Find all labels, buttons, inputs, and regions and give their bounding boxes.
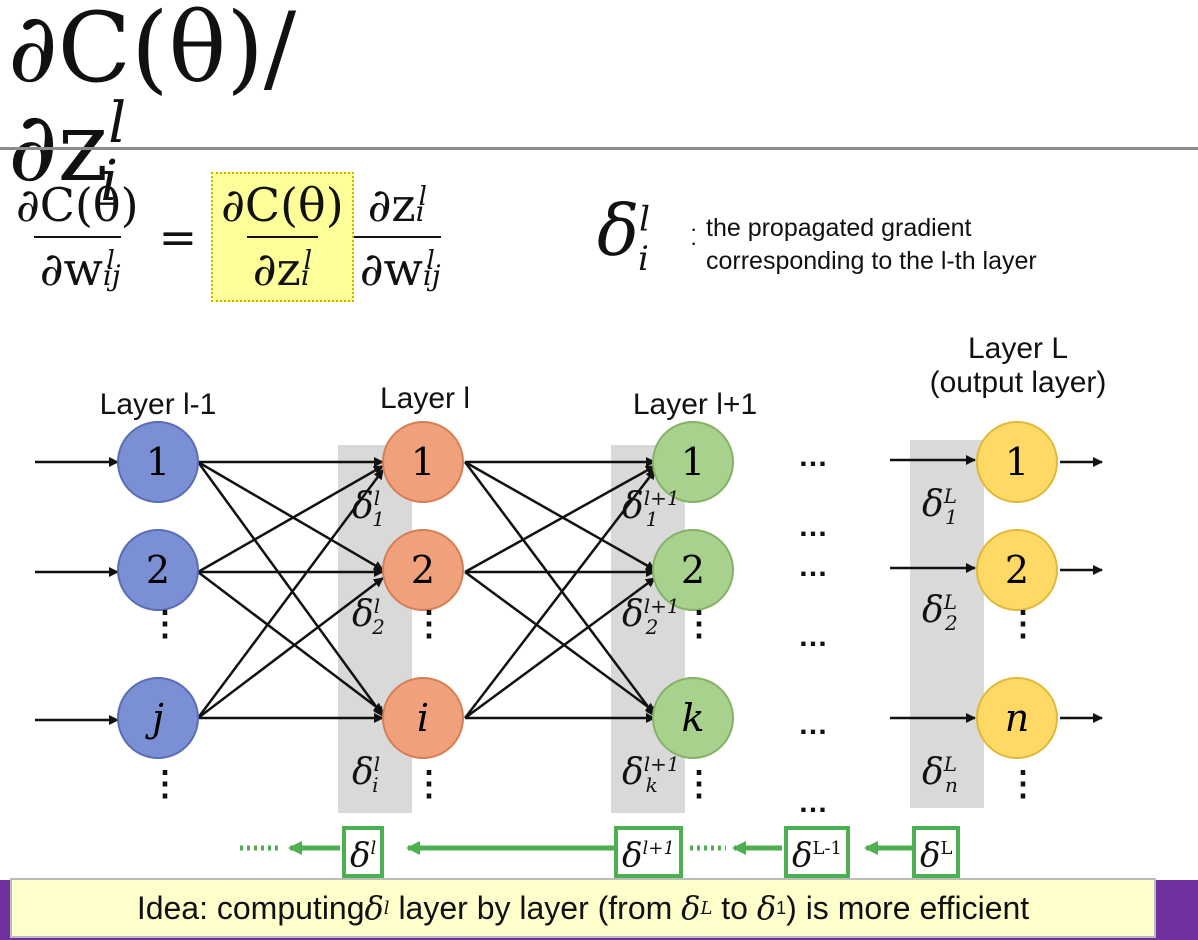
layer-label-l-minus-1: Layer l-1 (99, 388, 217, 421)
node-label-l-2: 2 (410, 548, 436, 592)
node-l-minus-1-2 (117, 529, 199, 611)
delta-L-2: δL2 (922, 590, 958, 636)
node-label-l-minus-1-2: 2 (145, 548, 171, 592)
gradient-band-L (910, 440, 984, 808)
node-label-L-2: 2 (1004, 548, 1030, 592)
node-l-minus-1-j (117, 677, 199, 759)
vdots-L-mid: ⋮ (1006, 604, 1040, 644)
node-label-l-i: i (416, 696, 430, 740)
description-line-2: corresponding to the l-th layer (706, 247, 1037, 275)
connections-l-to-l-plus-1 (463, 457, 657, 723)
chain-rule-equation: ∂C(θ) ∂wijl = ∂C(θ) ∂zil ∂zil ∂wijl (10, 172, 441, 302)
node-L-n (976, 677, 1058, 759)
highlighted-fraction: ∂C(θ) ∂zil (211, 172, 354, 302)
rhs-fraction: ∂zil ∂wijl (353, 178, 441, 296)
node-label-l-1: 1 (410, 440, 436, 484)
idea-mid1: layer by layer (from (389, 889, 682, 926)
title-divider (0, 147, 1198, 150)
connections-l-minus-1-to-l (196, 457, 385, 723)
node-label-l-minus-1-j: j (152, 696, 164, 740)
delta-box-L-minus-1: δL-1 (784, 826, 850, 879)
layer-l-nodes (382, 421, 464, 759)
layer-label-l: Layer l (379, 382, 471, 415)
layer-l-plus-1-nodes (652, 421, 734, 759)
vdots-l-plus-1-mid: ⋮ (682, 604, 716, 644)
hdots-1: … (798, 440, 829, 473)
hdots-3: … (798, 550, 829, 583)
node-l-plus-1-k (652, 677, 734, 759)
hdots-6: … (798, 786, 829, 819)
node-L-2 (976, 529, 1058, 611)
description-line-1: the propagated gradient (706, 214, 972, 242)
delta-L-n: δLn (922, 752, 958, 798)
delta-l-plus-1-2: δl+12 (622, 594, 680, 640)
idea-mid2: to (712, 889, 757, 926)
node-label-l-plus-1-2: 2 (680, 548, 706, 592)
delta-l-plus-1-1: δl+11 (622, 486, 680, 532)
node-label-L-1: 1 (1004, 440, 1030, 484)
node-label-l-plus-1-1: 1 (680, 440, 706, 484)
node-l-2 (382, 529, 464, 611)
node-l-plus-1-1 (652, 421, 734, 503)
layer-l-minus-1-nodes (117, 421, 199, 759)
node-l-i (382, 677, 464, 759)
delta-box-l-plus-1: δl+1 (614, 826, 683, 879)
node-l-1 (382, 421, 464, 503)
lhs-fraction: ∂C(θ) ∂wijl (16, 178, 139, 296)
idea-prefix: Idea: computing (136, 889, 365, 926)
delta-symbol: δli (597, 190, 651, 279)
vdots-l-plus-1-bottom: ⋮ (682, 764, 716, 804)
delta-box-l: δl (342, 826, 385, 879)
hdots-5: … (798, 708, 829, 741)
equals-sign: = (158, 210, 198, 264)
hdots-2: … (798, 510, 829, 543)
node-label-l-minus-1-1: 1 (145, 440, 171, 484)
node-label-l-plus-1-k: k (681, 696, 705, 740)
node-label-L-n: n (1004, 696, 1030, 740)
colon: ·· (690, 216, 698, 255)
layer-label-output: Layer L (output layer) (929, 332, 1107, 399)
hdots-4: … (798, 620, 829, 653)
vdots-l-mid: ⋮ (412, 604, 446, 644)
delta-l-2: δl2 (352, 594, 385, 640)
node-l-plus-1-2 (652, 529, 734, 611)
delta-box-L: δL (912, 826, 961, 879)
layer-label-l-plus-1: Layer l+1 (632, 388, 758, 421)
vdots-l-minus-1-bottom: ⋮ (148, 764, 182, 804)
node-l-minus-1-1 (117, 421, 199, 503)
vdots-l-bottom: ⋮ (412, 764, 446, 804)
vdots-l-minus-1-mid: ⋮ (148, 604, 182, 644)
layer-L-nodes (976, 421, 1058, 759)
delta-description: the propagated gradient corresponding to… (706, 212, 1037, 278)
node-L-1 (976, 421, 1058, 503)
delta-l-1: δl1 (352, 486, 385, 532)
delta-L-1: δL1 (922, 484, 958, 530)
vdots-L-bottom: ⋮ (1006, 764, 1040, 804)
delta-l-i: δli (352, 752, 381, 798)
idea-suffix: ) is more efficient (786, 889, 1030, 926)
delta-l-plus-1-k: δl+1k (622, 752, 680, 798)
